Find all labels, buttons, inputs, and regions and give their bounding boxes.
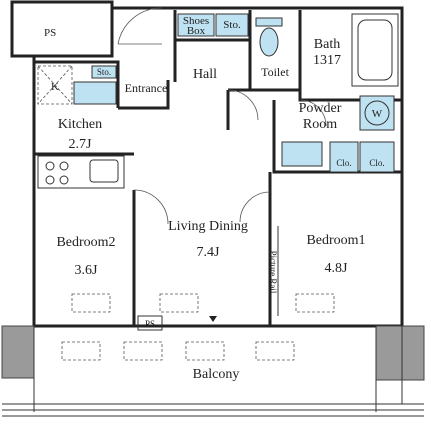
label-bedroom1-size: 4.8J [325,261,349,276]
kitchen-shelf [73,81,117,105]
label-kitchen-size: 2.7J [69,137,93,152]
sto-top [215,13,249,37]
fixtures [37,13,399,361]
kitchen-sto [91,65,117,79]
ps-top-box [10,0,114,58]
label-picture-rail: Picture Rail [268,251,278,294]
label-shoes-box-2: Box [187,25,206,37]
label-bedroom1: Bedroom1 [306,233,365,248]
label-bath-1: Bath [314,37,340,52]
balcony [1,315,425,417]
label-toilet: Toilet [261,65,289,79]
toilet-tank [255,17,283,27]
closet-2 [359,141,395,173]
label-shoes-box-1: Shoes [183,15,209,27]
label-living-size: 7.4J [197,245,221,260]
label-powder-1: Powder [299,101,342,116]
label-hall: Hall [193,67,217,82]
shoes-box [177,13,215,37]
wash-basin [281,141,323,167]
label-bedroom2-size: 3.6J [75,263,99,278]
label-powder-2: Room [303,117,337,132]
washer-drum [364,100,390,126]
label-clo-2: Clo. [369,158,384,168]
closet-1 [329,141,359,173]
label-entrance: Entrance [125,81,168,95]
label-ps-bottom: PS [145,319,155,329]
door-swings [133,89,327,225]
ps-bottom-box [137,315,163,331]
label-sto-top: Sto. [223,19,241,31]
label-balcony: Balcony [193,367,240,382]
column-left [1,325,35,379]
label-sto-kitchen: Sto. [97,67,111,77]
entry-door [117,7,163,45]
kitchen-counter [37,155,125,189]
label-living: Living Dining [168,219,248,234]
label-w: W [372,108,383,120]
fridge-space [37,65,73,105]
interior-walls [34,10,402,326]
label-kitchen: Kitchen [58,117,102,132]
label-bedroom2: Bedroom2 [56,235,115,250]
bathtub [351,13,399,87]
washer [359,95,395,131]
toilet-bowl [259,27,279,57]
label-ps-top: PS [44,27,56,39]
north-arrow [209,316,217,322]
labels: PS Shoes Box Sto. Bath 1317 Hall Toilet … [44,15,385,382]
column-right [375,325,425,381]
label-clo-1: Clo. [336,158,351,168]
bathtub-inner [357,19,393,81]
core-wall-top [110,6,175,56]
label-bath-2: 1317 [313,53,341,68]
label-k: K [51,81,59,93]
